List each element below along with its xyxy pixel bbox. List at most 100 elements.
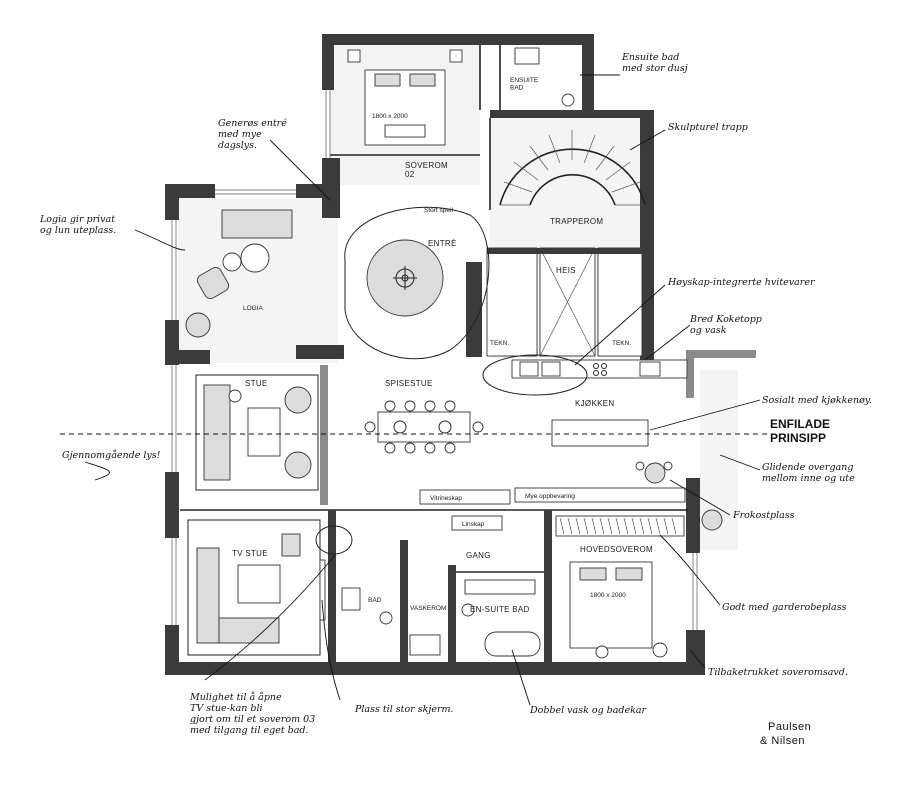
tvstue-screen [319,559,326,621]
bad-toilet [379,611,393,625]
wall-kitchen-top [686,350,756,358]
stue-coffee-table [247,407,281,457]
ensuite-toilet-main [461,603,475,617]
stue-armchair-1 [284,386,312,414]
cooktop-4 [601,370,607,376]
double-sink [464,579,536,595]
note-frokost: Frokostplass [732,510,795,521]
label-trapperom: TRAPPEROM [550,217,603,226]
label-bed-top: 1800 x 2000 [372,113,408,120]
leader-logia [134,229,186,251]
leader-frokost [669,479,731,516]
master-nightstand [652,642,668,658]
note-tilbake: Tilbaketrukket soveromsavd. [708,667,848,678]
interior-walls [171,45,698,665]
dining-pendant-1 [393,420,407,434]
stair-outer [499,148,646,206]
label-kjokken: KJØKKEN [575,399,614,408]
cooktop-3 [593,370,599,376]
dining-furniture [364,400,484,454]
kitchen-island [551,419,649,447]
label-heis: HEIS [556,266,576,275]
logia-table-2 [222,252,242,272]
stue-armchair-2 [284,451,312,479]
garderobe-box [555,515,685,537]
garderobe-hatching [559,517,677,535]
bench-02 [384,124,426,138]
heis-cross-2 [539,247,596,357]
nightstand-right [449,49,463,63]
note-dobbel: Dobbel vask og badekar [529,705,648,716]
leader-generos [269,139,331,201]
wall-bad-right [400,540,408,665]
linskap-box [451,515,503,531]
wall-stue-right [320,365,328,505]
label-bad: BAD [368,597,382,604]
leader-garderobe [659,534,721,606]
dining-table [377,411,471,443]
leader-glidende [719,454,761,471]
master-stool-1 [595,645,609,659]
wall-logia-bottom-right [296,345,344,359]
bathtub [484,631,541,657]
nightstand-left [347,49,361,63]
stue-sofa [203,384,231,481]
tvstue-furniture [187,519,353,656]
tvstue-table [237,564,281,604]
master-pillow-left [579,567,607,581]
leader-gjennom [84,461,110,481]
exterior-walls [165,34,756,675]
tvstue-sofa-end [218,617,280,644]
wall-logia-bottom-left [165,350,210,364]
vaskerom-machines [409,634,441,656]
brand-line2: & Nilsen [760,735,805,747]
leader-koketopp [644,324,691,361]
kitchen-furniture [511,359,723,531]
wall-ensuite-right [582,34,594,114]
leader-skulpturel [629,129,666,151]
leader-tilbake [689,649,706,669]
leader-dobbel [511,649,531,706]
wall-vaskerom-right [448,565,456,665]
label-entre: ENTRÉ [428,239,457,248]
master-pillow-right [615,567,643,581]
label-spisestue: SPISESTUE [385,379,433,388]
tvstue-door-highlight [315,525,353,555]
wall-tvstue-right [328,510,336,665]
note-hoyskap: Høyskap-integrerte hvitevarer [667,277,816,288]
label-ensuite-bad: EN-SUITE BAD [470,605,530,614]
note-skulpturel: Skulpturel trapp [668,122,748,133]
dining-chairs [364,400,484,454]
breakfast-chair-2 [663,461,673,471]
entre-stair [344,130,646,360]
label-gang: GANG [466,551,491,560]
label-hovedsoverom: HOVEDSOVEROM [580,545,653,554]
label-tv-stue: TV STUE [232,549,268,558]
label-vitrineskap: Vitrineskap [430,495,462,502]
logia-table-1 [240,243,270,273]
label-stue: STUE [245,379,268,388]
label-linskap: Linskap [462,521,485,528]
oppbevaring-box [514,487,686,503]
tvstue-sofa [196,547,220,644]
highlight-hoyskap [482,354,588,396]
breakfast-table [644,462,666,484]
wall-master-left [544,510,552,665]
terrace-plant [701,509,723,531]
leader-sosialt [649,399,761,431]
label-tekn-right: TEKN. [612,340,631,347]
brand-line1: Paulsen [768,721,811,733]
note-garderobe: Godt med garderobeplass [722,602,847,613]
tekn-left-shaft [486,247,538,357]
wall-bottom [165,662,705,675]
note-plass: Plass til stor skjerm. [354,704,454,715]
logia-furniture [185,209,293,338]
